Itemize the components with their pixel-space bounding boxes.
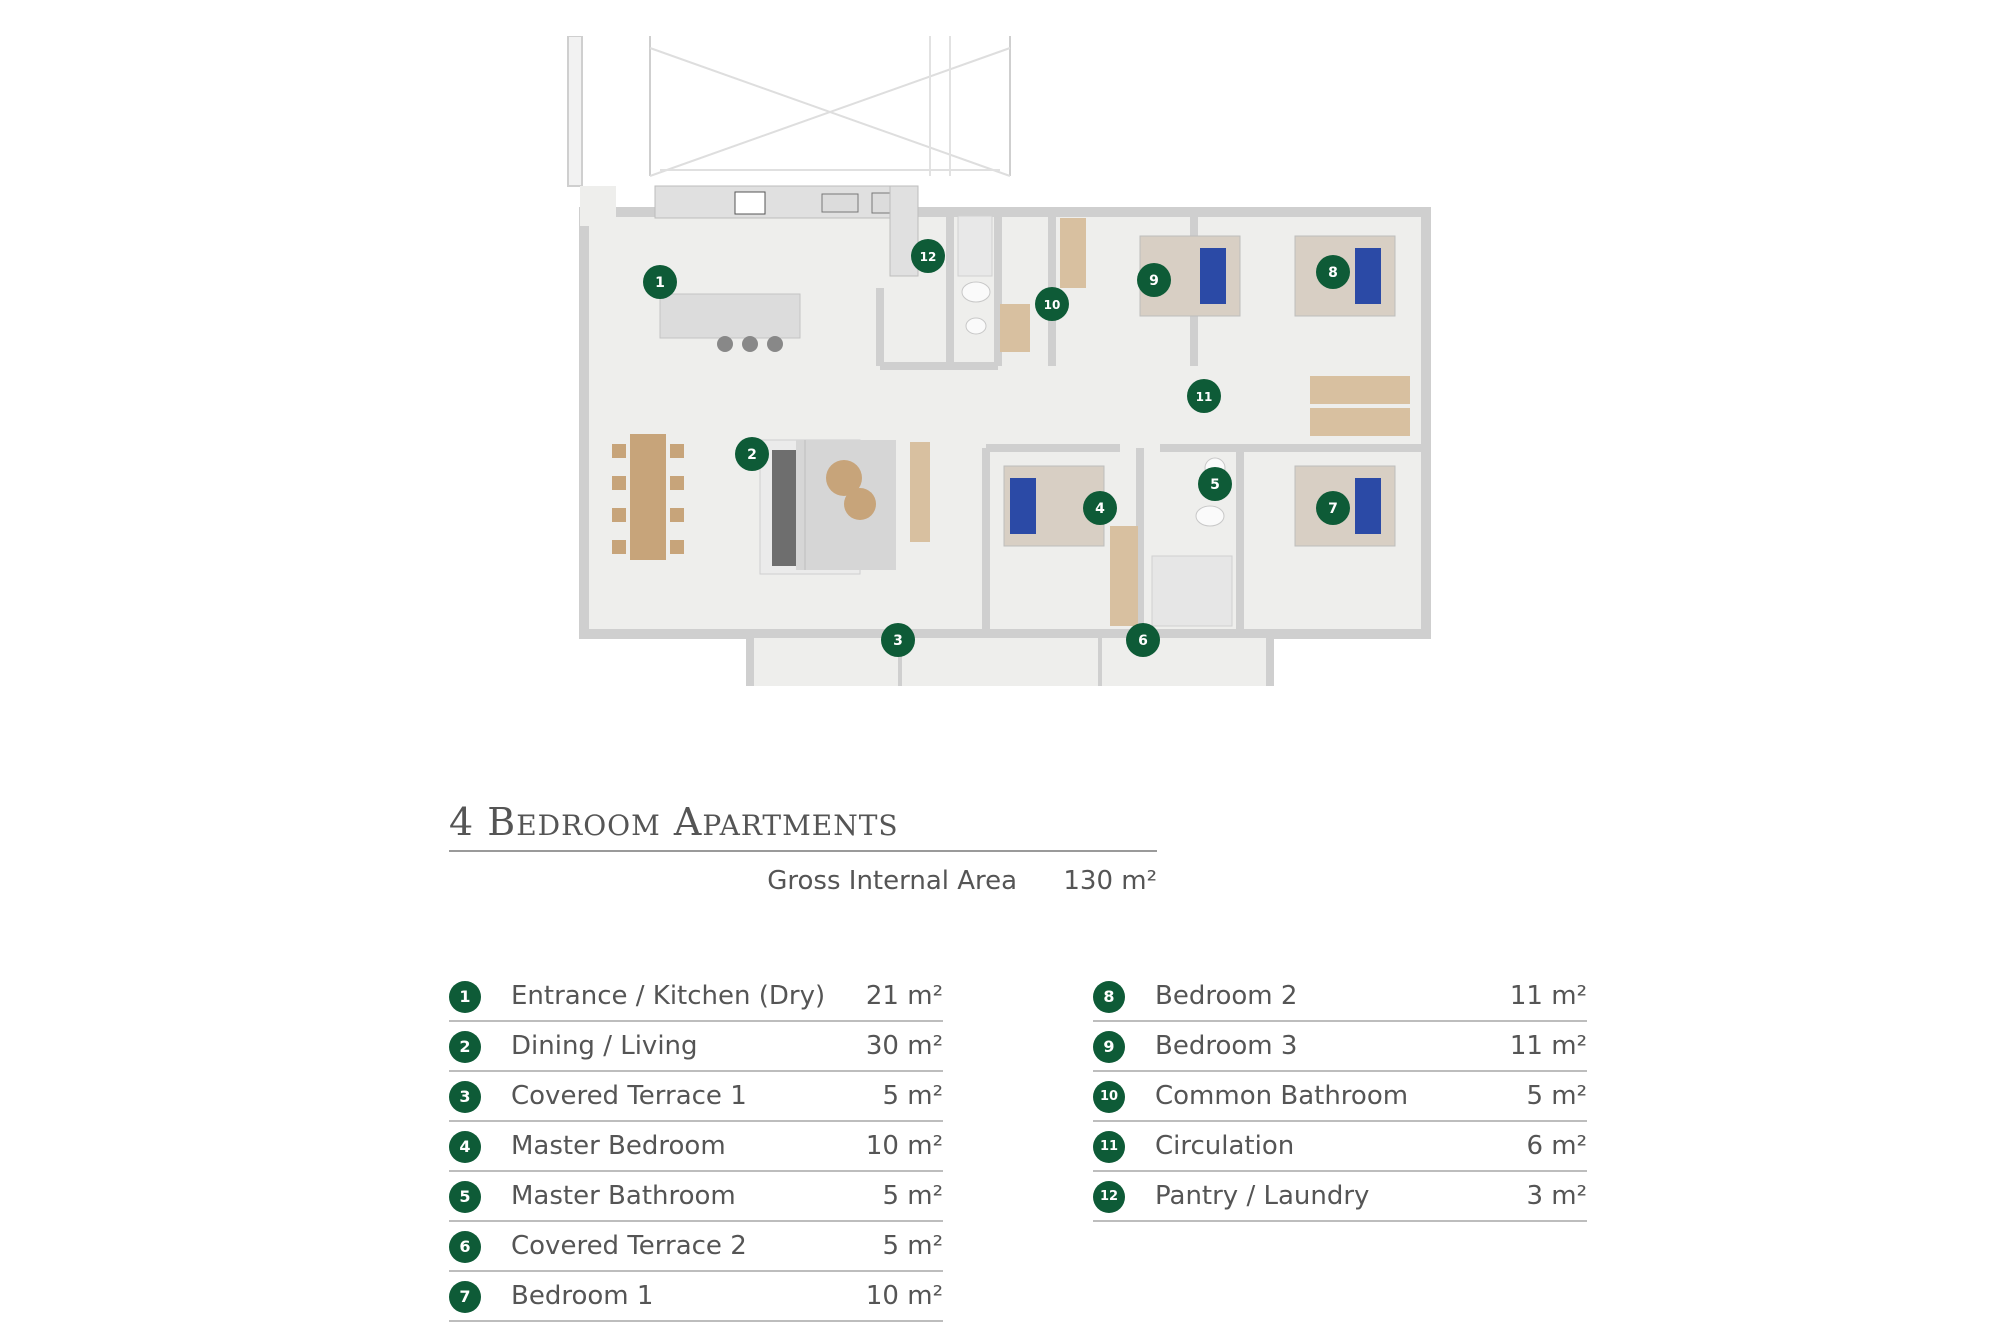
table-row: 3 Covered Terrace 1 5 m²: [449, 1074, 943, 1122]
room-area: 5 m²: [882, 1181, 943, 1211]
badge-8: 8: [1316, 255, 1350, 289]
table-row: 8 Bedroom 2 11 m²: [1093, 974, 1587, 1022]
room-name: Common Bathroom: [1155, 1081, 1409, 1111]
room-badge: 4: [449, 1131, 481, 1163]
room-badge: 8: [1093, 981, 1125, 1013]
dining-table: [612, 434, 684, 560]
svg-text:12: 12: [920, 250, 937, 264]
room-badge: 5: [449, 1181, 481, 1213]
bedroom-beds: [1003, 218, 1410, 547]
room-name: Covered Terrace 2: [511, 1231, 747, 1261]
title-number: 4: [449, 800, 475, 844]
room-badge: 3: [449, 1081, 481, 1113]
room-area: 21 m²: [865, 981, 943, 1011]
table-row: 12 Pantry / Laundry 3 m²: [1093, 1174, 1587, 1222]
room-badge: 12: [1093, 1181, 1125, 1213]
room-name: Bedroom 3: [1155, 1031, 1298, 1061]
room-badge: 1: [449, 981, 481, 1013]
room-area: 11 m²: [1509, 1031, 1587, 1061]
room-number-badges: 1 2 3 4 5 6 7 8 9 10 11 12: [643, 239, 1350, 657]
room-area: 5 m²: [882, 1081, 943, 1111]
svg-text:4: 4: [1095, 501, 1105, 517]
room-badge: 2: [449, 1031, 481, 1063]
living-room-furniture: [759, 439, 930, 575]
room-area: 5 m²: [1526, 1081, 1587, 1111]
room-name: Dining / Living: [511, 1031, 698, 1061]
room-name: Pantry / Laundry: [1155, 1181, 1370, 1211]
gross-label: Gross Internal Area: [767, 866, 1018, 896]
room-name: Bedroom 1: [511, 1281, 654, 1311]
room-area: 3 m²: [1526, 1181, 1587, 1211]
badge-11: 11: [1187, 379, 1221, 413]
exterior-court: [567, 36, 1011, 187]
svg-text:6: 6: [1138, 633, 1148, 649]
svg-text:3: 3: [893, 633, 903, 649]
badge-2: 2: [735, 437, 769, 471]
title-initial-2: A: [673, 800, 703, 844]
room-badge: 9: [1093, 1031, 1125, 1063]
bathroom-fixtures: [957, 215, 1233, 627]
table-row: 7 Bedroom 1 10 m²: [449, 1274, 943, 1322]
room-name: Circulation: [1155, 1131, 1295, 1161]
title-rest-1: EDROOM: [516, 809, 661, 842]
room-name: Master Bedroom: [511, 1131, 726, 1161]
kitchen-counter: [654, 185, 919, 352]
table-row: 4 Master Bedroom 10 m²: [449, 1124, 943, 1172]
badge-1: 1: [643, 265, 677, 299]
room-area: 5 m²: [882, 1231, 943, 1261]
badge-7: 7: [1316, 491, 1350, 525]
table-row: 1 Entrance / Kitchen (Dry) 21 m²: [449, 974, 943, 1022]
gross-internal-area: Gross Internal Area 130 m²: [449, 866, 1157, 896]
badge-5: 5: [1198, 467, 1232, 501]
floor-plan: 1 2 3 4 5 6 7 8 9 10 11 12: [567, 36, 1431, 686]
floor-area: [579, 186, 1431, 686]
svg-text:5: 5: [1210, 477, 1220, 493]
table-row: 5 Master Bathroom 5 m²: [449, 1174, 943, 1222]
svg-text:2: 2: [747, 447, 757, 463]
title-rest-2: PARTMENTS: [702, 809, 899, 842]
page-title: 4 BEDROOM APARTMENTS: [449, 800, 1157, 852]
room-name: Master Bathroom: [511, 1181, 736, 1211]
gross-value: 130 m²: [1063, 866, 1157, 896]
svg-text:9: 9: [1149, 273, 1159, 289]
room-area: 11 m²: [1509, 981, 1587, 1011]
room-name: Entrance / Kitchen (Dry): [511, 981, 826, 1011]
room-badge: 11: [1093, 1131, 1125, 1163]
room-area: 30 m²: [865, 1031, 943, 1061]
svg-text:8: 8: [1328, 265, 1338, 281]
table-row: 2 Dining / Living 30 m²: [449, 1024, 943, 1072]
room-table-right: 8 Bedroom 2 11 m² 9 Bedroom 3 11 m² 10 Common…: [1093, 974, 1587, 1224]
badge-4: 4: [1083, 491, 1117, 525]
table-row: 9 Bedroom 3 11 m²: [1093, 1024, 1587, 1072]
badge-12: 12: [911, 239, 945, 273]
table-row: 6 Covered Terrace 2 5 m²: [449, 1224, 943, 1272]
room-name: Bedroom 2: [1155, 981, 1298, 1011]
table-row: 10 Common Bathroom 5 m²: [1093, 1074, 1587, 1122]
room-badge: 10: [1093, 1081, 1125, 1113]
room-badge: 7: [449, 1281, 481, 1313]
table-row: 11 Circulation 6 m²: [1093, 1124, 1587, 1172]
svg-text:10: 10: [1044, 298, 1061, 312]
room-name: Covered Terrace 1: [511, 1081, 747, 1111]
room-badge: 6: [449, 1231, 481, 1263]
badge-3: 3: [881, 623, 915, 657]
title-initial-1: B: [487, 800, 517, 844]
svg-text:7: 7: [1328, 501, 1338, 517]
room-area: 6 m²: [1526, 1131, 1587, 1161]
badge-6: 6: [1126, 623, 1160, 657]
room-area: 10 m²: [865, 1281, 943, 1311]
room-table-left: 1 Entrance / Kitchen (Dry) 21 m² 2 Dining /…: [449, 974, 943, 1324]
room-area: 10 m²: [865, 1131, 943, 1161]
svg-text:11: 11: [1196, 390, 1213, 404]
svg-text:1: 1: [655, 275, 665, 291]
badge-9: 9: [1137, 263, 1171, 297]
badge-10: 10: [1035, 287, 1069, 321]
